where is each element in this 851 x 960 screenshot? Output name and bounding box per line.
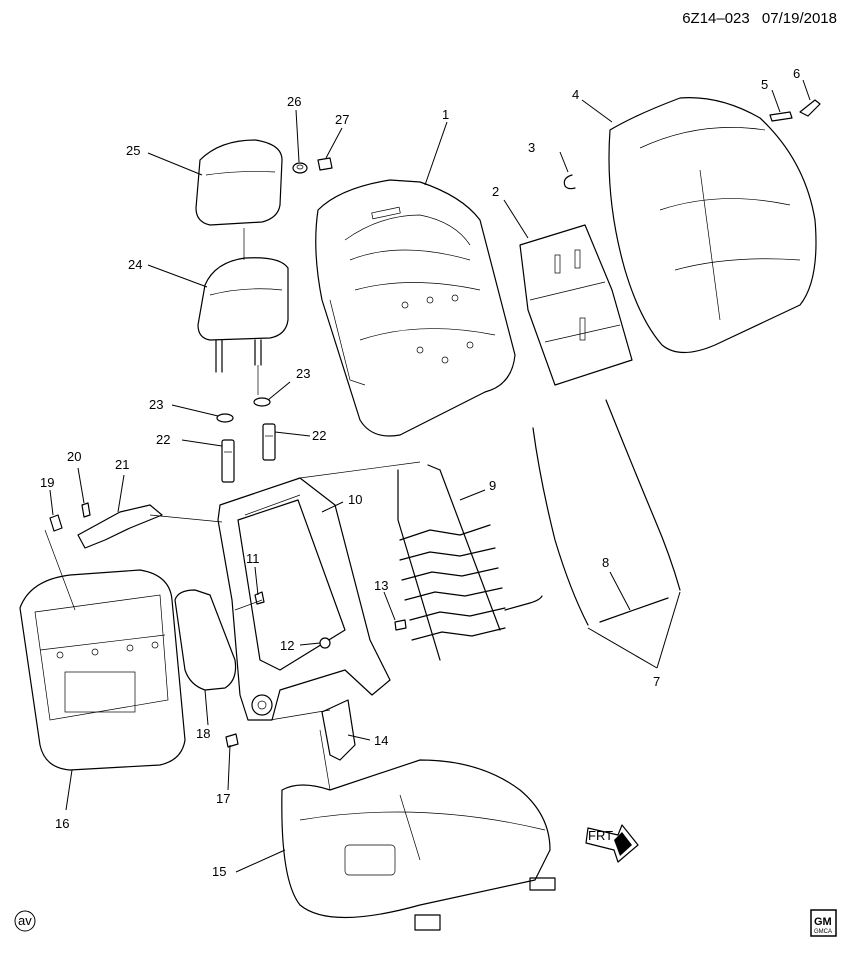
callout-20: 20 xyxy=(67,449,81,464)
callout-22-left: 22 xyxy=(156,432,170,447)
callout-2: 2 xyxy=(492,184,499,199)
headrest-part-24[interactable] xyxy=(197,228,289,395)
callout-18: 18 xyxy=(196,726,210,741)
callout-1: 1 xyxy=(442,107,449,122)
callout-23-left: 23 xyxy=(149,397,163,412)
callout-13: 13 xyxy=(374,578,388,593)
gm-logo: GM GMCA xyxy=(810,909,837,937)
callout-21: 21 xyxy=(115,457,129,472)
seat-back-frame-part-10[interactable] xyxy=(217,477,391,721)
support-wire-part-7[interactable] xyxy=(532,399,681,626)
recliner-motor-part-14[interactable] xyxy=(321,699,356,761)
lumbar-support-part-9[interactable] xyxy=(397,464,543,661)
seat-cushion-part-15[interactable] xyxy=(281,759,556,931)
seat-back-panel-rear-part-16[interactable] xyxy=(19,569,186,771)
gm-logo-bottom: GMCA xyxy=(814,929,832,935)
support-rod-part-8[interactable] xyxy=(599,597,669,623)
callout-14: 14 xyxy=(374,733,388,748)
clip-part-19[interactable] xyxy=(49,514,63,532)
diagram-header: 6Z14–023 07/19/2018 xyxy=(674,10,837,27)
callout-16: 16 xyxy=(55,816,69,831)
callout-labels: 1 2 3 4 5 6 7 8 9 10 11 12 13 14 15 16 1… xyxy=(40,66,800,879)
callout-15: 15 xyxy=(212,864,226,879)
callout-25: 25 xyxy=(126,143,140,158)
callout-26: 26 xyxy=(287,94,301,109)
callout-5: 5 xyxy=(761,77,768,92)
forward-arrow-label: FRT xyxy=(588,828,613,843)
callout-7: 7 xyxy=(653,674,660,689)
guide-part-22[interactable] xyxy=(221,423,276,483)
callout-22-right: 22 xyxy=(312,428,326,443)
headrest-cover-part-25[interactable] xyxy=(195,139,283,226)
callout-24: 24 xyxy=(128,257,142,272)
bolt-part-17[interactable] xyxy=(225,733,239,748)
seat-back-pad-part-1[interactable] xyxy=(315,179,516,437)
seat-back-cover-part-4[interactable] xyxy=(608,97,817,354)
av-mark-text: av xyxy=(18,913,32,928)
clip-part-6[interactable] xyxy=(799,99,821,117)
side-panel-part-18[interactable] xyxy=(174,589,237,691)
callout-4: 4 xyxy=(572,87,579,102)
drawing-code: 6Z14–023 xyxy=(682,10,750,27)
nut-part-12[interactable] xyxy=(319,637,331,649)
callout-19: 19 xyxy=(40,475,54,490)
gm-logo-top: GM xyxy=(814,916,832,928)
clip-part-27[interactable] xyxy=(317,157,333,171)
clip-part-5[interactable] xyxy=(769,111,793,122)
callout-27: 27 xyxy=(335,112,349,127)
callout-6: 6 xyxy=(793,66,800,81)
bolt-part-13[interactable] xyxy=(394,619,407,631)
callout-11: 11 xyxy=(246,551,260,566)
seat-back-panel-part-2[interactable] xyxy=(519,224,633,386)
callout-9: 9 xyxy=(489,478,496,493)
callout-23-right: 23 xyxy=(296,366,310,381)
forward-arrow-icon: FRT xyxy=(585,824,639,863)
screw-part-20[interactable] xyxy=(81,502,91,518)
callout-3: 3 xyxy=(528,140,535,155)
callout-8: 8 xyxy=(602,555,609,570)
bushing-part-26[interactable] xyxy=(292,162,308,174)
av-mark: av xyxy=(14,910,36,932)
callout-10: 10 xyxy=(348,492,362,507)
leader-lines xyxy=(44,79,811,873)
callout-12: 12 xyxy=(280,638,294,653)
guide-sleeve-part-23[interactable] xyxy=(216,397,271,423)
bracket-part-21[interactable] xyxy=(77,504,163,549)
drawing-date: 07/19/2018 xyxy=(761,10,837,27)
callout-17: 17 xyxy=(216,791,230,806)
clip-part-3[interactable] xyxy=(563,174,576,190)
bolt-part-11[interactable] xyxy=(254,591,265,605)
